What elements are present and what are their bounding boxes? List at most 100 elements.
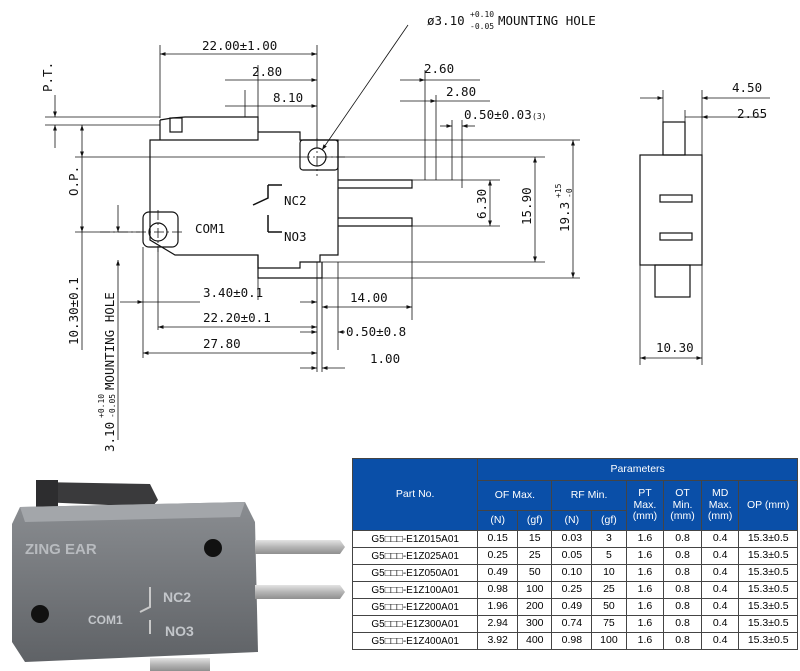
cell-ot: 0.8 xyxy=(663,564,702,582)
dim-6-30: 6.30 xyxy=(474,189,489,219)
cell-of-gf: 25 xyxy=(517,547,553,565)
terminal-nc xyxy=(255,540,345,554)
cell-rf-gf: 50 xyxy=(591,598,627,616)
of-unit-gf: (gf) xyxy=(517,510,553,531)
mounting-hole-top-dia: ø3.10 xyxy=(427,13,465,28)
cell-op: 15.3±0.5 xyxy=(738,615,798,633)
terminal-no3-label: NO3 xyxy=(284,229,307,244)
switch-front-view xyxy=(142,116,413,279)
cell-part: G5□□□-E1Z100A01 xyxy=(351,581,479,599)
cell-of-n: 0.15 xyxy=(477,530,519,548)
cell-of-n: 2.94 xyxy=(477,615,519,633)
dim-2-80-top: 2.80 xyxy=(252,64,282,79)
cell-pt: 1.6 xyxy=(625,632,665,650)
switch-body-top-edge xyxy=(20,502,245,522)
md-header: MD Max. (mm) xyxy=(700,480,740,531)
dim-2-60: 2.60 xyxy=(424,61,454,76)
label-pt: P.T. xyxy=(40,62,55,92)
cell-op: 15.3±0.5 xyxy=(738,564,798,582)
cell-of-gf: 50 xyxy=(517,564,553,582)
dim-14-00: 14.00 xyxy=(350,290,388,305)
dim-2-65: 2.65 xyxy=(737,106,767,121)
mounting-hole-right xyxy=(204,539,222,557)
cell-md: 0.4 xyxy=(700,581,740,599)
cell-part: G5□□□-E1Z200A01 xyxy=(351,598,479,616)
contact-schematic xyxy=(139,587,151,613)
cell-of-n: 0.98 xyxy=(477,581,519,599)
ot-header: OT Min. (mm) xyxy=(663,480,702,531)
terminal-com xyxy=(150,658,210,671)
cell-part: G5□□□-E1Z400A01 xyxy=(351,632,479,650)
terminal-nc2-label: NC2 xyxy=(284,193,307,208)
parameters-header: Parameters xyxy=(477,458,798,481)
dim-22-20: 22.20±0.1 xyxy=(203,310,271,325)
cell-ot: 0.8 xyxy=(663,615,702,633)
mounting-hole-left xyxy=(31,605,49,623)
dim-19-3: 19.3 xyxy=(557,202,572,232)
pt-header: PT Max. (mm) xyxy=(625,480,665,531)
dim-27-80: 27.80 xyxy=(203,336,241,351)
technical-drawing: ø3.10 +0.10 -0.05 MOUNTING HOLE 22.00±1.… xyxy=(40,10,770,452)
switch-lever xyxy=(38,482,158,507)
dim-2-80-right: 2.80 xyxy=(446,84,476,99)
cell-of-n: 0.49 xyxy=(477,564,519,582)
cell-part: G5□□□-E1Z015A01 xyxy=(351,530,479,548)
cell-rf-gf: 5 xyxy=(591,547,627,565)
mounting-hole-top-tol-upper: +0.10 xyxy=(470,10,494,19)
dim-1-00: 1.00 xyxy=(370,351,400,366)
cell-md: 0.4 xyxy=(700,598,740,616)
cell-pt: 1.6 xyxy=(625,530,665,548)
dim-0-50-003-note: (3) xyxy=(532,112,546,121)
terminal-no xyxy=(255,585,345,599)
cell-ot: 0.8 xyxy=(663,581,702,599)
cell-ot: 0.8 xyxy=(663,530,702,548)
part-no-header: Part No. xyxy=(351,458,479,531)
of-header: OF Max. xyxy=(477,480,553,511)
dim-0-50-003: 0.50±0.03 xyxy=(464,107,532,122)
cell-op: 15.3±0.5 xyxy=(738,598,798,616)
cell-ot: 0.8 xyxy=(663,547,702,565)
dim-19-3-tol-upper: +15 xyxy=(554,183,563,198)
photo-com1-text: COM1 xyxy=(88,613,123,627)
cell-of-gf: 400 xyxy=(517,632,553,650)
parameters-table: Part No. Parameters OF Max. RF Min. PT M… xyxy=(351,458,798,650)
rf-unit-gf: (gf) xyxy=(591,510,627,531)
cell-op: 15.3±0.5 xyxy=(738,530,798,548)
dim-10-30-side: 10.30 xyxy=(656,340,694,355)
of-unit-n: (N) xyxy=(477,510,519,531)
switch-body xyxy=(12,502,258,662)
dim-19-3-tol-lower: -0 xyxy=(565,188,574,198)
cell-of-gf: 15 xyxy=(517,530,553,548)
cell-op: 15.3±0.5 xyxy=(738,632,798,650)
terminal-com1-label: COM1 xyxy=(195,221,225,236)
cell-part: G5□□□-E1Z050A01 xyxy=(351,564,479,582)
product-photo: ZING EAR NC2 COM1 NO3 xyxy=(12,480,345,671)
rf-header: RF Min. xyxy=(551,480,627,511)
cell-md: 0.4 xyxy=(700,530,740,548)
cell-ot: 0.8 xyxy=(663,632,702,650)
rf-unit-n: (N) xyxy=(551,510,593,531)
cell-pt: 1.6 xyxy=(625,598,665,616)
mounting-hole-top-label: MOUNTING HOLE xyxy=(498,13,596,28)
mounting-hole-left-dia: 3.10 xyxy=(102,422,117,452)
cell-rf-n: 0.98 xyxy=(551,632,593,650)
cell-of-n: 1.96 xyxy=(477,598,519,616)
cell-rf-gf: 10 xyxy=(591,564,627,582)
dim-0-50-08: 0.50±0.8 xyxy=(346,324,406,339)
op-header: OP (mm) xyxy=(738,480,798,531)
cell-md: 0.4 xyxy=(700,547,740,565)
cell-rf-gf: 3 xyxy=(591,530,627,548)
cell-of-gf: 200 xyxy=(517,598,553,616)
photo-no3-text: NO3 xyxy=(165,623,194,639)
cell-part: G5□□□-E1Z300A01 xyxy=(351,615,479,633)
switch-side-view xyxy=(639,121,703,298)
cell-rf-gf: 25 xyxy=(591,581,627,599)
cell-md: 0.4 xyxy=(700,564,740,582)
cell-pt: 1.6 xyxy=(625,615,665,633)
cell-of-gf: 300 xyxy=(517,615,553,633)
